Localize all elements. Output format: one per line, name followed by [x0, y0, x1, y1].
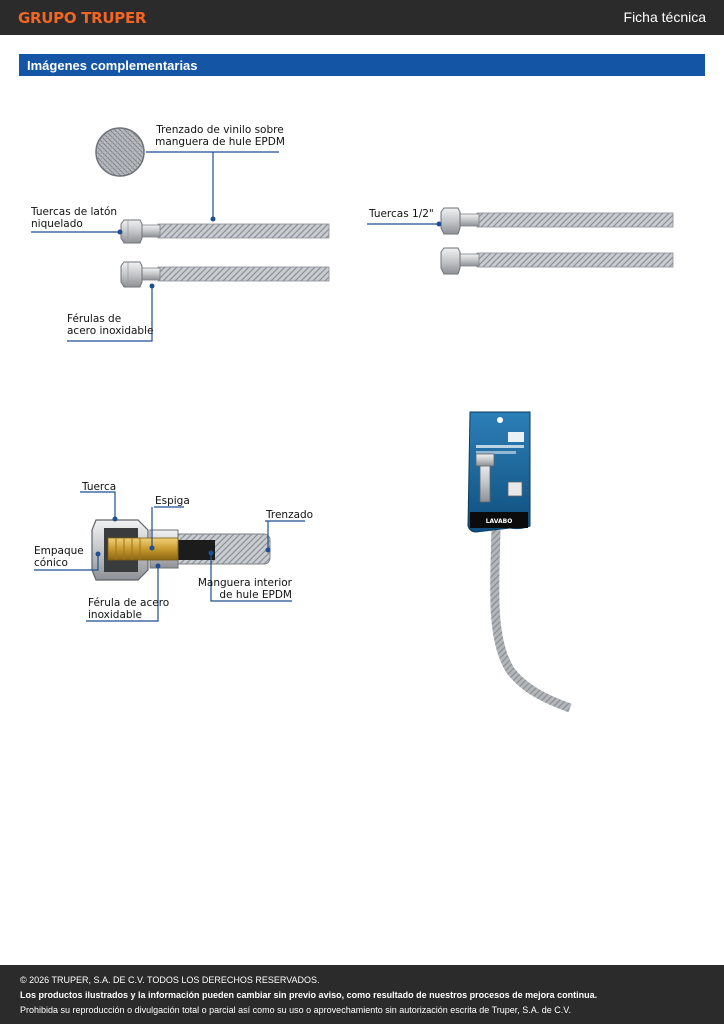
label-braided-vinyl: Trenzado de vinilo sobre manguera de hul… — [155, 124, 285, 148]
label-braid: Trenzado — [266, 509, 314, 521]
label-conical-gasket: Empaque cónico — [34, 545, 84, 569]
label-inner-hose: Manguera interior de hule EPDM — [197, 577, 292, 601]
figure-packaged-product: LAVABO — [467, 411, 572, 713]
figure-hose-anatomy — [31, 127, 330, 342]
lower-nut — [120, 261, 143, 288]
label-nut-size: Tuercas 1/2" — [369, 208, 434, 220]
top-header-bar: GRUPO TRUPER Ficha técnica — [0, 0, 724, 35]
brand-logo: GRUPO TRUPER — [18, 9, 147, 27]
figure-cutaway — [34, 491, 305, 622]
upper-ferrule — [139, 224, 161, 238]
upper-hose-braid — [157, 223, 330, 239]
label-brass-nuts: Tuercas de latón niquelado — [31, 206, 118, 230]
section-heading-bar: Imágenes complementarias — [19, 54, 705, 76]
label-spigot: Espiga — [155, 495, 190, 507]
lower-ferrule — [139, 267, 161, 281]
document-type-label: Ficha técnica — [623, 9, 706, 25]
footer-copyright: © 2026 TRUPER, S.A. DE C.V. TODOS LOS DE… — [20, 975, 320, 985]
footer-notice: Los productos ilustrados y la informació… — [20, 990, 598, 1000]
braid-detail-circle — [95, 127, 145, 177]
label-steel-ferrule: Férula de acero inoxidable — [88, 597, 170, 621]
footer: © 2026 TRUPER, S.A. DE C.V. TODOS LOS DE… — [0, 965, 724, 1024]
label-nut: Tuerca — [82, 481, 117, 493]
package-brand-text: LAVABO — [486, 518, 513, 525]
figure-nut-size — [367, 207, 674, 275]
product-illustrations: LAVABO — [31, 127, 674, 713]
lower-hose-braid — [157, 266, 330, 282]
upper-nut — [120, 219, 143, 244]
footer-prohibition: Prohibida su reproducción o divulgación … — [20, 1005, 571, 1015]
label-ferrules: Férulas de acero inoxidable — [67, 313, 154, 337]
section-title: Imágenes complementarias — [27, 58, 198, 73]
